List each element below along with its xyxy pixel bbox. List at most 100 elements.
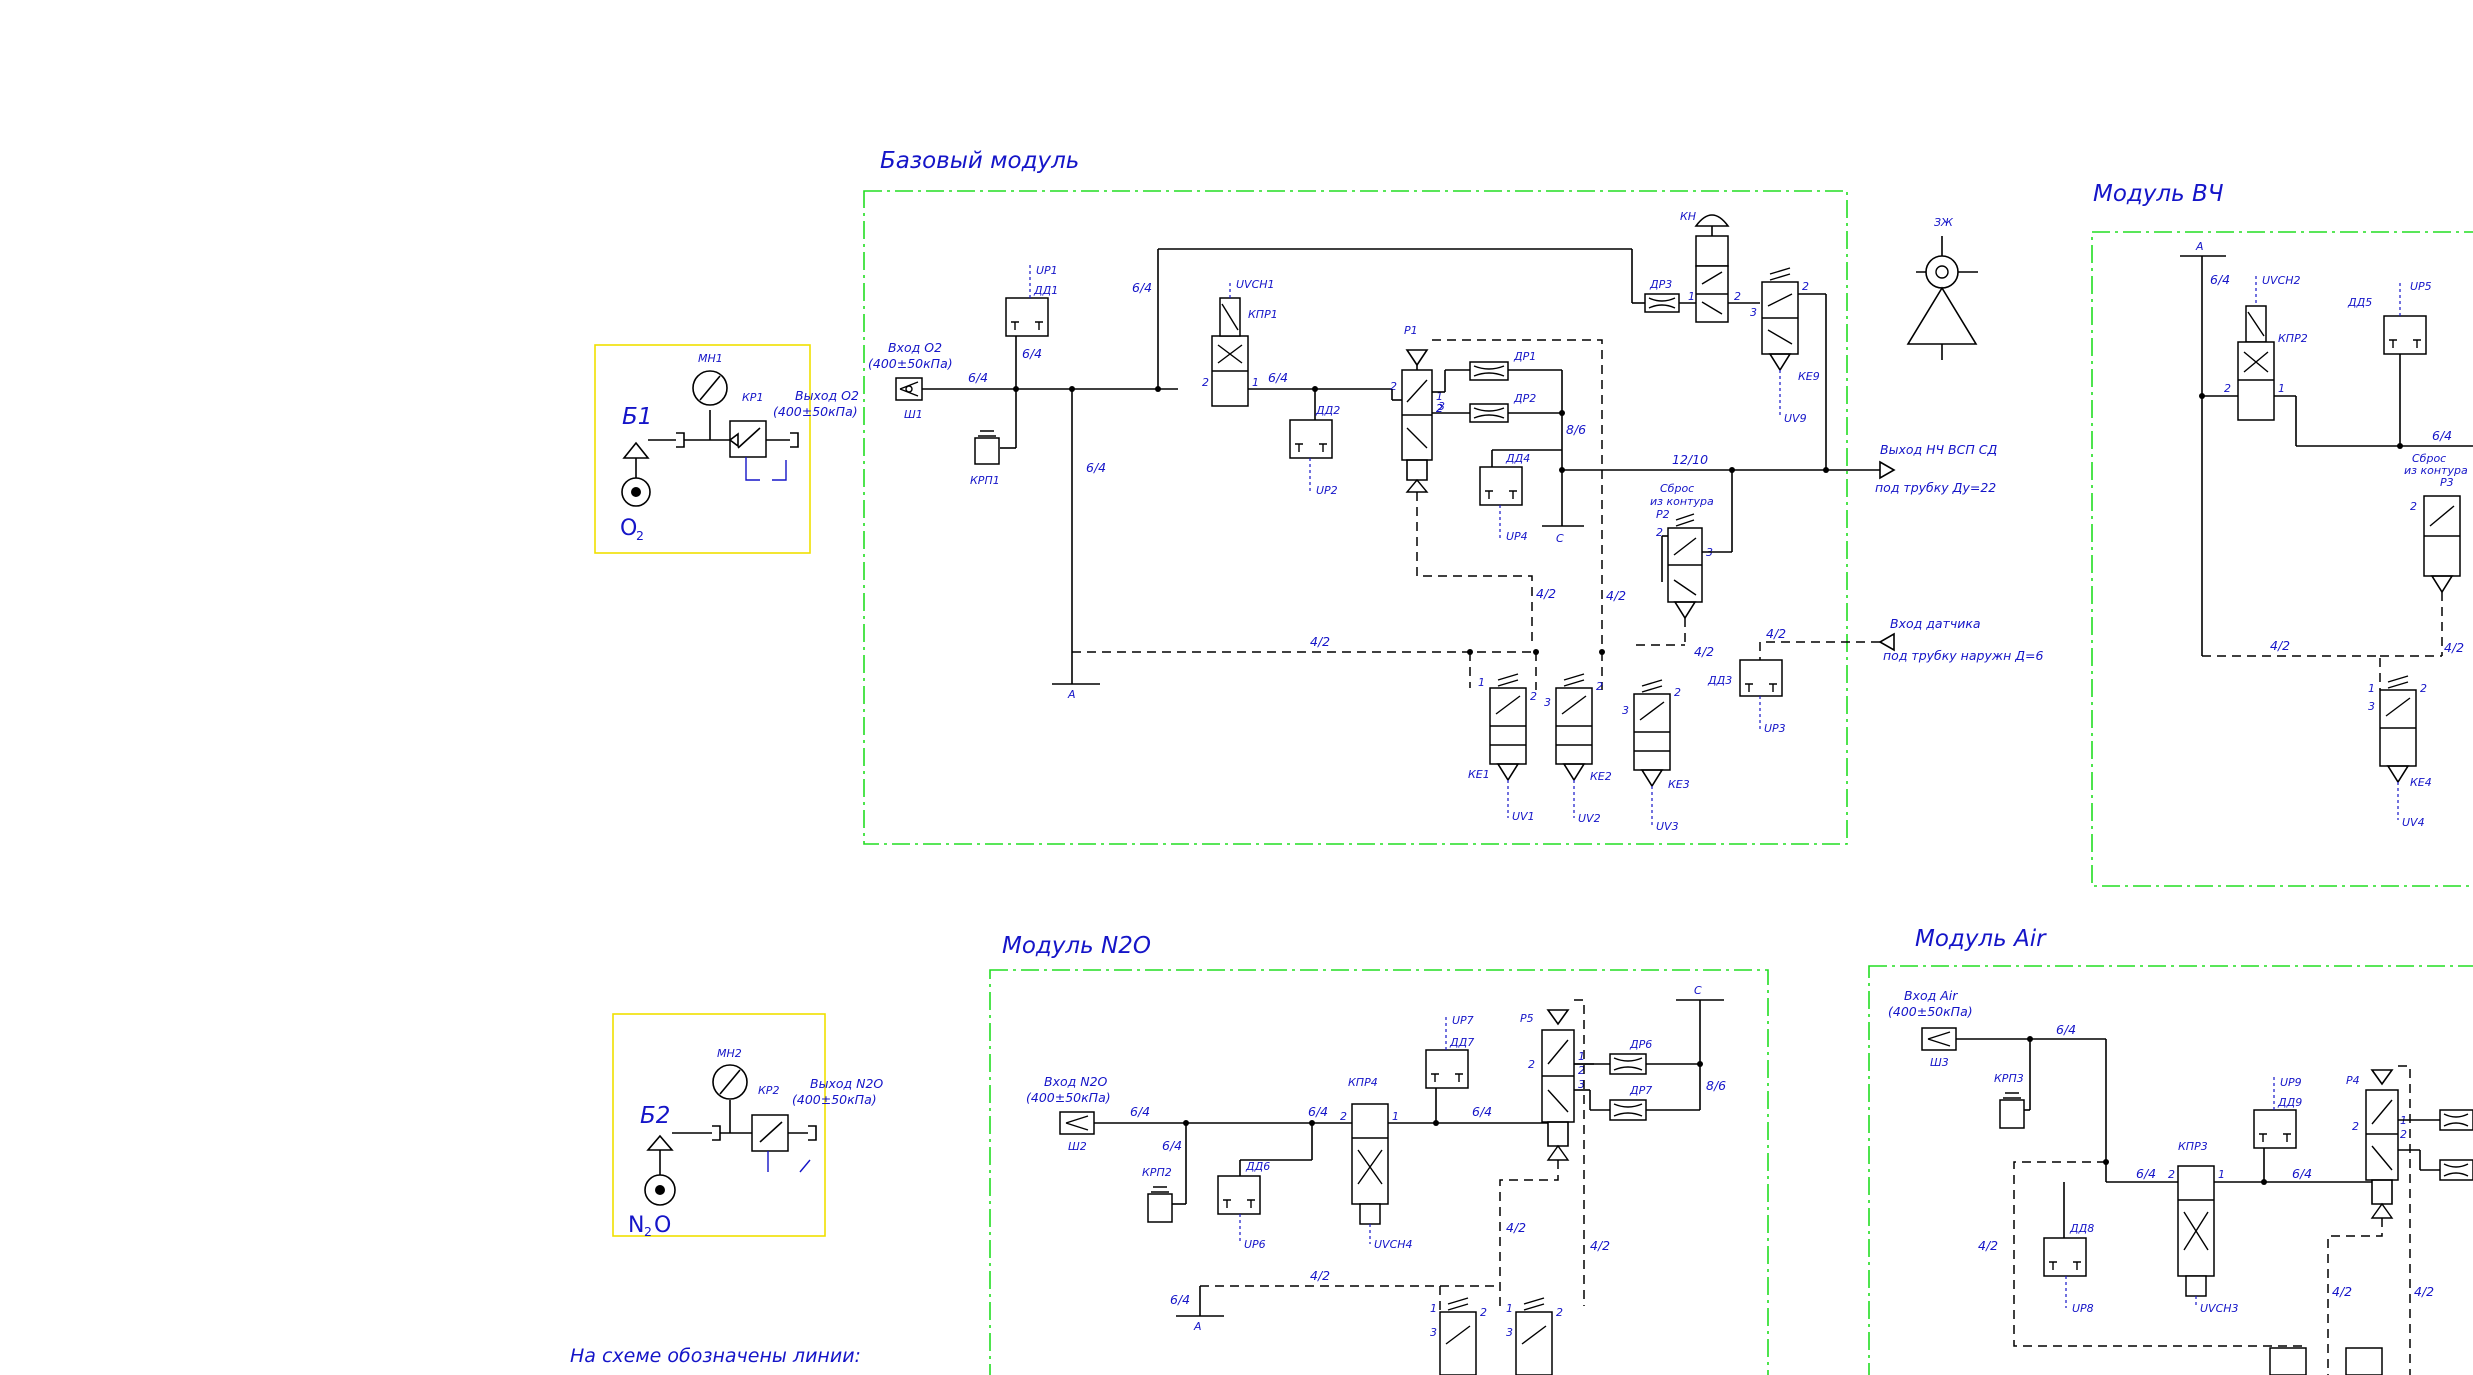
svg-text:2: 2: [2224, 382, 2231, 395]
dd4-label: ДД4: [1505, 452, 1530, 465]
n2o-cylinder-icon: [644, 1174, 676, 1206]
krp3-valve-icon: [1999, 1099, 2025, 1129]
p4-label: Р4: [2346, 1074, 2360, 1087]
svg-text:2: 2: [2352, 1120, 2359, 1133]
svg-text:3: 3: [1622, 704, 1629, 717]
ke3-label: КЕ3: [1668, 778, 1690, 791]
dr7-label: ДР7: [1629, 1084, 1652, 1097]
o2-cylinder-icon: [621, 477, 651, 507]
dd2-sensor-icon: [1289, 419, 1333, 459]
ke4-label: КЕ4: [2410, 776, 2432, 789]
dd3-label: ДД3: [1707, 674, 1732, 687]
svg-text:1: 1: [1436, 390, 1443, 403]
svg-text:2: 2: [1202, 376, 1209, 389]
svg-text:3: 3: [1578, 1078, 1585, 1091]
dd7-sensor-icon: [1425, 1049, 1469, 1089]
air-in-label: Вход Air: [1904, 988, 1958, 1003]
n2o-c-label: С: [1694, 984, 1702, 997]
legend-note: На схеме обозначены линии:: [570, 1345, 861, 1367]
svg-text:2: 2: [1556, 1306, 1563, 1319]
n2o-line-64-b: 6/4: [1162, 1138, 1182, 1153]
up6-label: UP6: [1244, 1238, 1266, 1251]
svg-text:2: 2: [1436, 402, 1443, 415]
p4-valve-icon: [2365, 1089, 2399, 1181]
air-line-42-b: 4/2: [2332, 1284, 2352, 1299]
supply-n2o-group: Б2 N 2 O МН2 КР2 Выход N2O (400±50кПа): [612, 1013, 883, 1239]
svg-text:1: 1: [1506, 1302, 1513, 1315]
up2-label: UP2: [1316, 484, 1338, 497]
supply-o2-group: Б1 O 2 МН1 КР1 Выход О2 (400±50кПа): [594, 344, 859, 554]
kpr2-valve-icon: [2237, 341, 2275, 421]
n2o-line-64-a: 6/4: [1130, 1104, 1150, 1119]
ke1-label: КЕ1: [1468, 768, 1490, 781]
base-line-42-a: 4/2: [1694, 644, 1714, 659]
krp1-label: КРП1: [970, 474, 1000, 487]
uv2-label: UV2: [1578, 812, 1601, 825]
svg-text:3: 3: [2368, 700, 2375, 713]
mn2-gauge-icon: [712, 1064, 748, 1100]
base-line-64-e: 6/4: [1268, 370, 1288, 385]
kr2-label: КР2: [758, 1084, 779, 1097]
dd1-sensor-icon: [1005, 297, 1049, 337]
o2-label: O: [620, 516, 637, 541]
base-module-title: Базовый модуль: [880, 148, 1079, 174]
dr7-throttle-icon: [1609, 1099, 1647, 1121]
svg-text:2: 2: [2420, 682, 2427, 695]
kpr3-label: КПР3: [2178, 1140, 2208, 1153]
svg-text:3: 3: [1430, 1326, 1437, 1339]
dd6-label: ДД6: [1245, 1160, 1270, 1173]
hf-module-group: А 6/4 UVCH2 КПР2 2 1 ДД5 UP5 6/4 Сброс и…: [2180, 240, 2473, 829]
uv3-label: UV3: [1656, 820, 1679, 833]
ke9-label: КЕ9: [1798, 370, 1820, 383]
dd9-sensor-icon: [2253, 1109, 2297, 1149]
svg-text:2: 2: [2168, 1168, 2175, 1181]
svg-text:2: 2: [1734, 290, 1741, 303]
p1-label: Р1: [1404, 324, 1418, 337]
p3-label: Р3: [2440, 476, 2454, 489]
dd1-label: ДД1: [1033, 284, 1058, 297]
svg-text:2: 2: [1530, 690, 1537, 703]
n2o-label-n: N: [628, 1213, 644, 1238]
n2o-in-pressure: (400±50кПа): [1026, 1090, 1111, 1105]
svg-text:1: 1: [2218, 1168, 2225, 1181]
kpr4-valve-icon: [1351, 1103, 1389, 1205]
dr3-throttle-icon: [1644, 293, 1680, 313]
kpr3-valve-icon: [2177, 1165, 2215, 1277]
svg-text:2: 2: [1390, 380, 1397, 393]
in-sensor-label: Вход датчика: [1890, 616, 1981, 631]
uv9-label: UV9: [1784, 412, 1807, 425]
base-line-64-a: 6/4: [968, 370, 988, 385]
svg-text:1: 1: [2368, 682, 2375, 695]
krp3-label: КРП3: [1994, 1072, 2024, 1085]
up8-label: UP8: [2072, 1302, 2094, 1315]
hf-line-64-b: 6/4: [2432, 428, 2452, 443]
krp2-valve-icon: [1147, 1193, 1173, 1223]
dr2-throttle-icon: [1469, 403, 1509, 423]
ke2-valve-icon: 3 2: [1544, 673, 1603, 782]
air-in-pressure: (400±50кПа): [1888, 1004, 1973, 1019]
zh-arrester-icon: [1925, 255, 1959, 289]
air-line-42-c: 4/2: [2414, 1284, 2434, 1299]
out-n2o-pressure: (400±50кПа): [792, 1092, 877, 1107]
n2o-line-86: 8/6: [1706, 1078, 1726, 1093]
base-line-42-e: 4/2: [1606, 588, 1626, 603]
dd6-sensor-icon: [1217, 1175, 1261, 1215]
base-line-86: 8/6: [1566, 422, 1586, 437]
base-line-64-b: 6/4: [1022, 346, 1042, 361]
svg-text:3: 3: [1750, 306, 1757, 319]
svg-text:2: 2: [1596, 680, 1603, 693]
up9-label: UP9: [2280, 1076, 2302, 1089]
n2o-line-42-a: 4/2: [1506, 1220, 1526, 1235]
ke2-label: КЕ2: [1590, 770, 1612, 783]
in-sensor-sub: под трубку наружн Д=6: [1883, 648, 2043, 663]
dd7-label: ДД7: [1449, 1036, 1474, 1049]
svg-text:3: 3: [1544, 696, 1551, 709]
svg-text:2: 2: [2410, 500, 2417, 513]
base-line-64-c: 6/4: [1086, 460, 1106, 475]
mn2-label: МН2: [717, 1047, 742, 1060]
up3-label: UP3: [1764, 722, 1786, 735]
dd8-sensor-icon: [2043, 1237, 2087, 1277]
base-module-frame: [863, 190, 1848, 845]
dd8-label: ДД8: [2069, 1222, 2094, 1235]
